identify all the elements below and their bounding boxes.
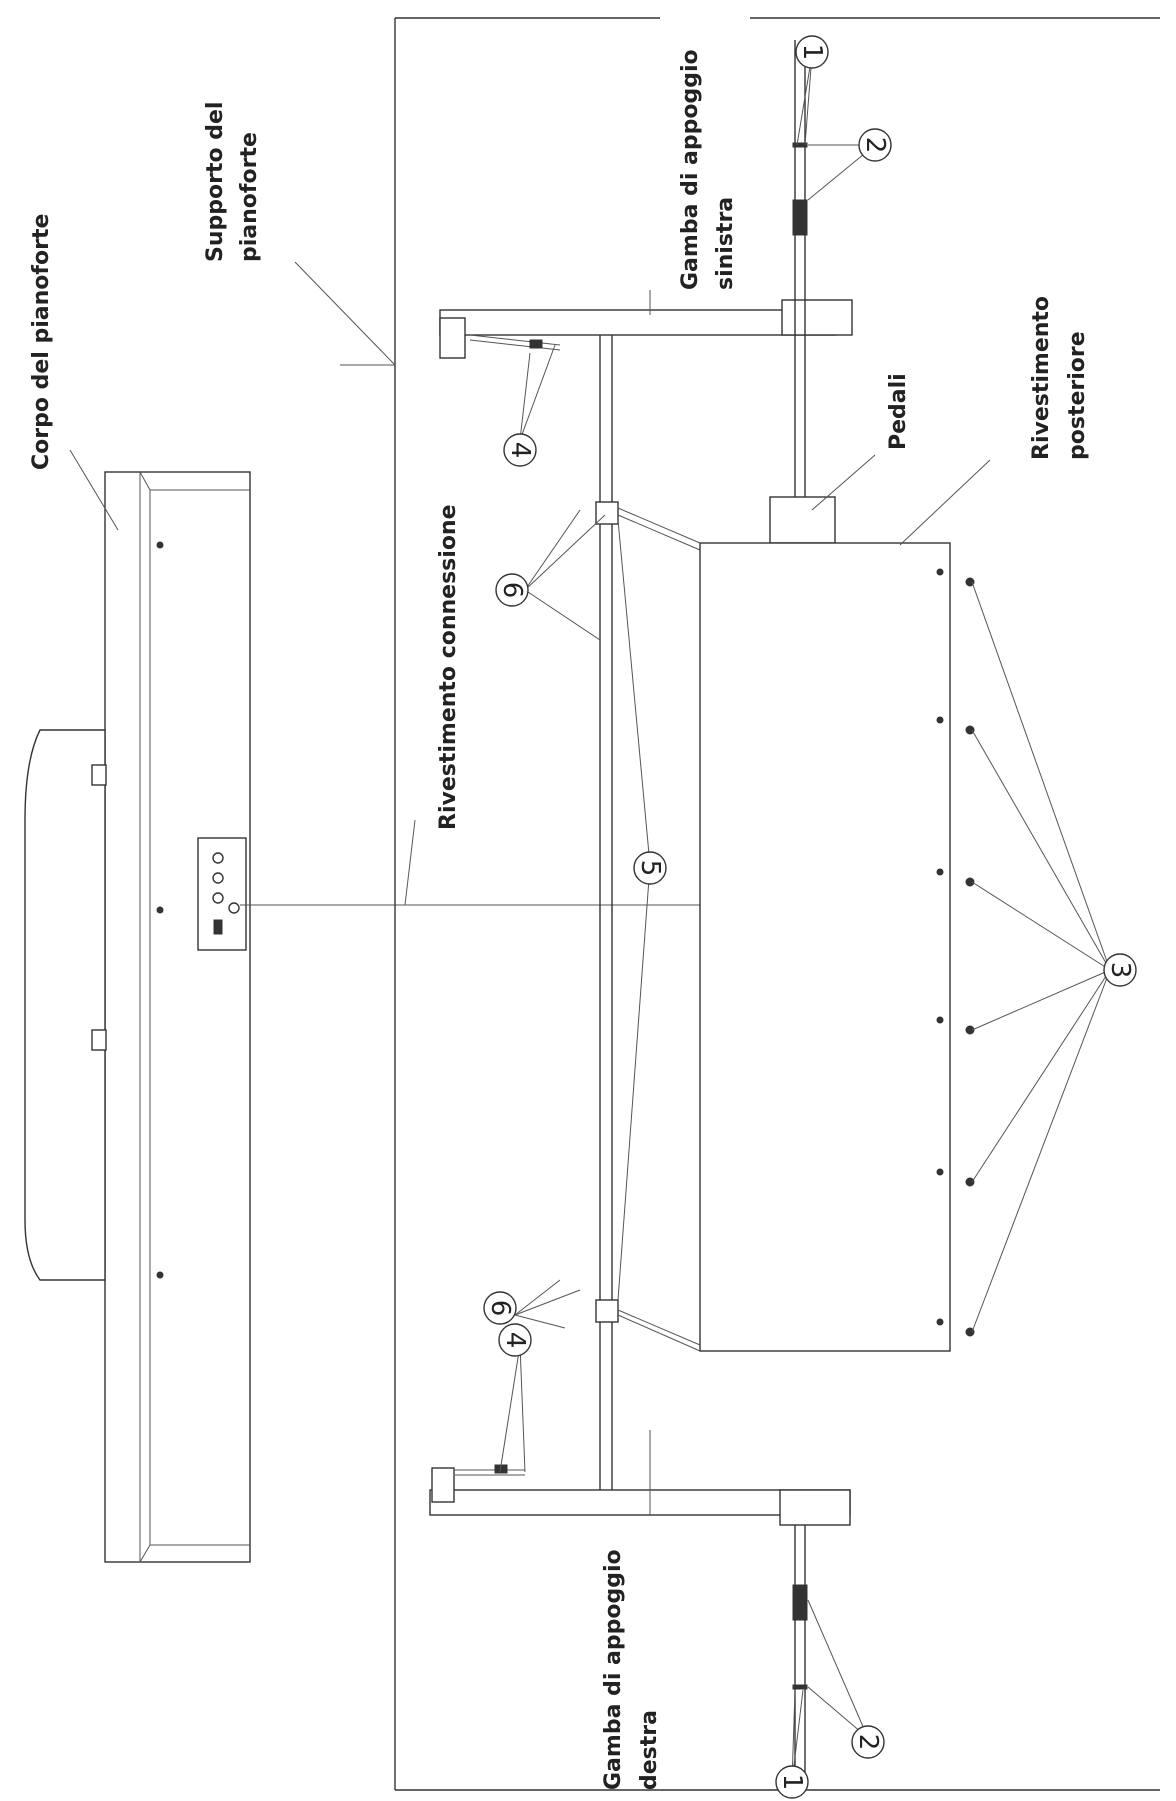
label-pedals: Pedali bbox=[886, 373, 911, 450]
callout-4-bottom: 4 bbox=[498, 1323, 532, 1357]
svg-text:3: 3 bbox=[1105, 962, 1135, 979]
svg-text:5: 5 bbox=[635, 860, 665, 877]
svg-text:Gamba di appoggio: Gamba di appoggio bbox=[678, 49, 703, 290]
cross-rod bbox=[595, 335, 619, 1490]
svg-text:4: 4 bbox=[505, 442, 535, 459]
central-rod bbox=[792, 40, 808, 1790]
label-left-leg: Gamba di appoggio sinistra bbox=[678, 49, 738, 290]
svg-text:posteriore: posteriore bbox=[1065, 331, 1090, 460]
svg-text:6: 6 bbox=[485, 1300, 515, 1317]
pedal-box bbox=[769, 496, 836, 544]
svg-text:2: 2 bbox=[853, 1734, 883, 1751]
label-piano-stand: Supporto del pianoforte bbox=[203, 102, 262, 262]
callout-1-bottom: 1 bbox=[775, 1765, 809, 1799]
callout-2-top: 2 bbox=[858, 128, 892, 162]
callout-1-top: 1 bbox=[795, 35, 829, 69]
leader-lines bbox=[69, 54, 1111, 1783]
svg-text:4: 4 bbox=[500, 1332, 530, 1349]
svg-text:1: 1 bbox=[777, 1774, 807, 1791]
label-back-cover: Rivestimento posteriore bbox=[1029, 296, 1090, 460]
piano-body bbox=[24, 471, 251, 1563]
svg-text:pianoforte: pianoforte bbox=[237, 132, 262, 262]
callout-5: 5 bbox=[633, 851, 667, 885]
svg-text:1: 1 bbox=[797, 44, 827, 61]
callout-4-top: 4 bbox=[503, 433, 537, 467]
svg-text:6: 6 bbox=[497, 582, 527, 599]
svg-text:2: 2 bbox=[860, 137, 890, 154]
callout-3: 3 bbox=[1103, 953, 1137, 987]
svg-text:destra: destra bbox=[637, 1710, 662, 1790]
callout-2-bottom: 2 bbox=[851, 1725, 885, 1759]
svg-text:Supporto del: Supporto del bbox=[203, 102, 228, 262]
left-support-leg bbox=[439, 299, 853, 359]
callout-6-top: 6 bbox=[495, 573, 529, 607]
label-right-leg: Gamba di appoggio destra bbox=[601, 1549, 662, 1790]
svg-text:Rivestimento: Rivestimento bbox=[1029, 296, 1054, 460]
svg-text:Gamba di appoggio: Gamba di appoggio bbox=[601, 1549, 626, 1790]
label-connection-cover: Rivestimento connessione bbox=[436, 504, 461, 830]
callout-6-bottom: 6 bbox=[483, 1291, 517, 1325]
label-piano-body: Corpo del pianoforte bbox=[29, 214, 54, 470]
back-cover bbox=[617, 507, 975, 1352]
svg-text:sinistra: sinistra bbox=[713, 197, 738, 290]
right-support-leg bbox=[429, 1464, 851, 1526]
